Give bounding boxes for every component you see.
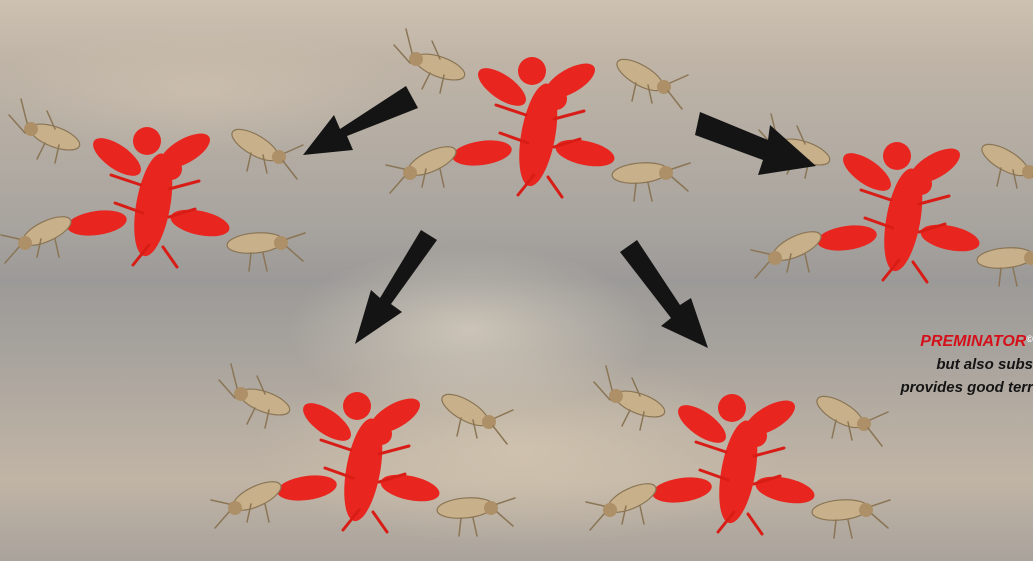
- brand-line: PREMINATOR©: [793, 330, 1033, 353]
- notice-line-2: but also subs: [793, 353, 1033, 376]
- arrow-to-top-left: [303, 86, 418, 155]
- brand-name: PREMINATOR: [920, 333, 1026, 350]
- arrow-to-bottom-left: [355, 230, 437, 344]
- termite-cluster-top-right: [751, 114, 1033, 286]
- registered-mark: ©: [1026, 334, 1033, 344]
- termite-cluster-top-left: [1, 99, 305, 271]
- spread-arrows: [303, 86, 816, 348]
- termite-cluster-bottom-left: [211, 364, 515, 536]
- termite-cluster-top-center: [386, 29, 690, 201]
- notice-line-3: provides good terr: [793, 376, 1033, 399]
- arrow-to-bottom-right: [620, 240, 708, 348]
- product-notice: PREMINATOR© but also subs provides good …: [793, 330, 1033, 399]
